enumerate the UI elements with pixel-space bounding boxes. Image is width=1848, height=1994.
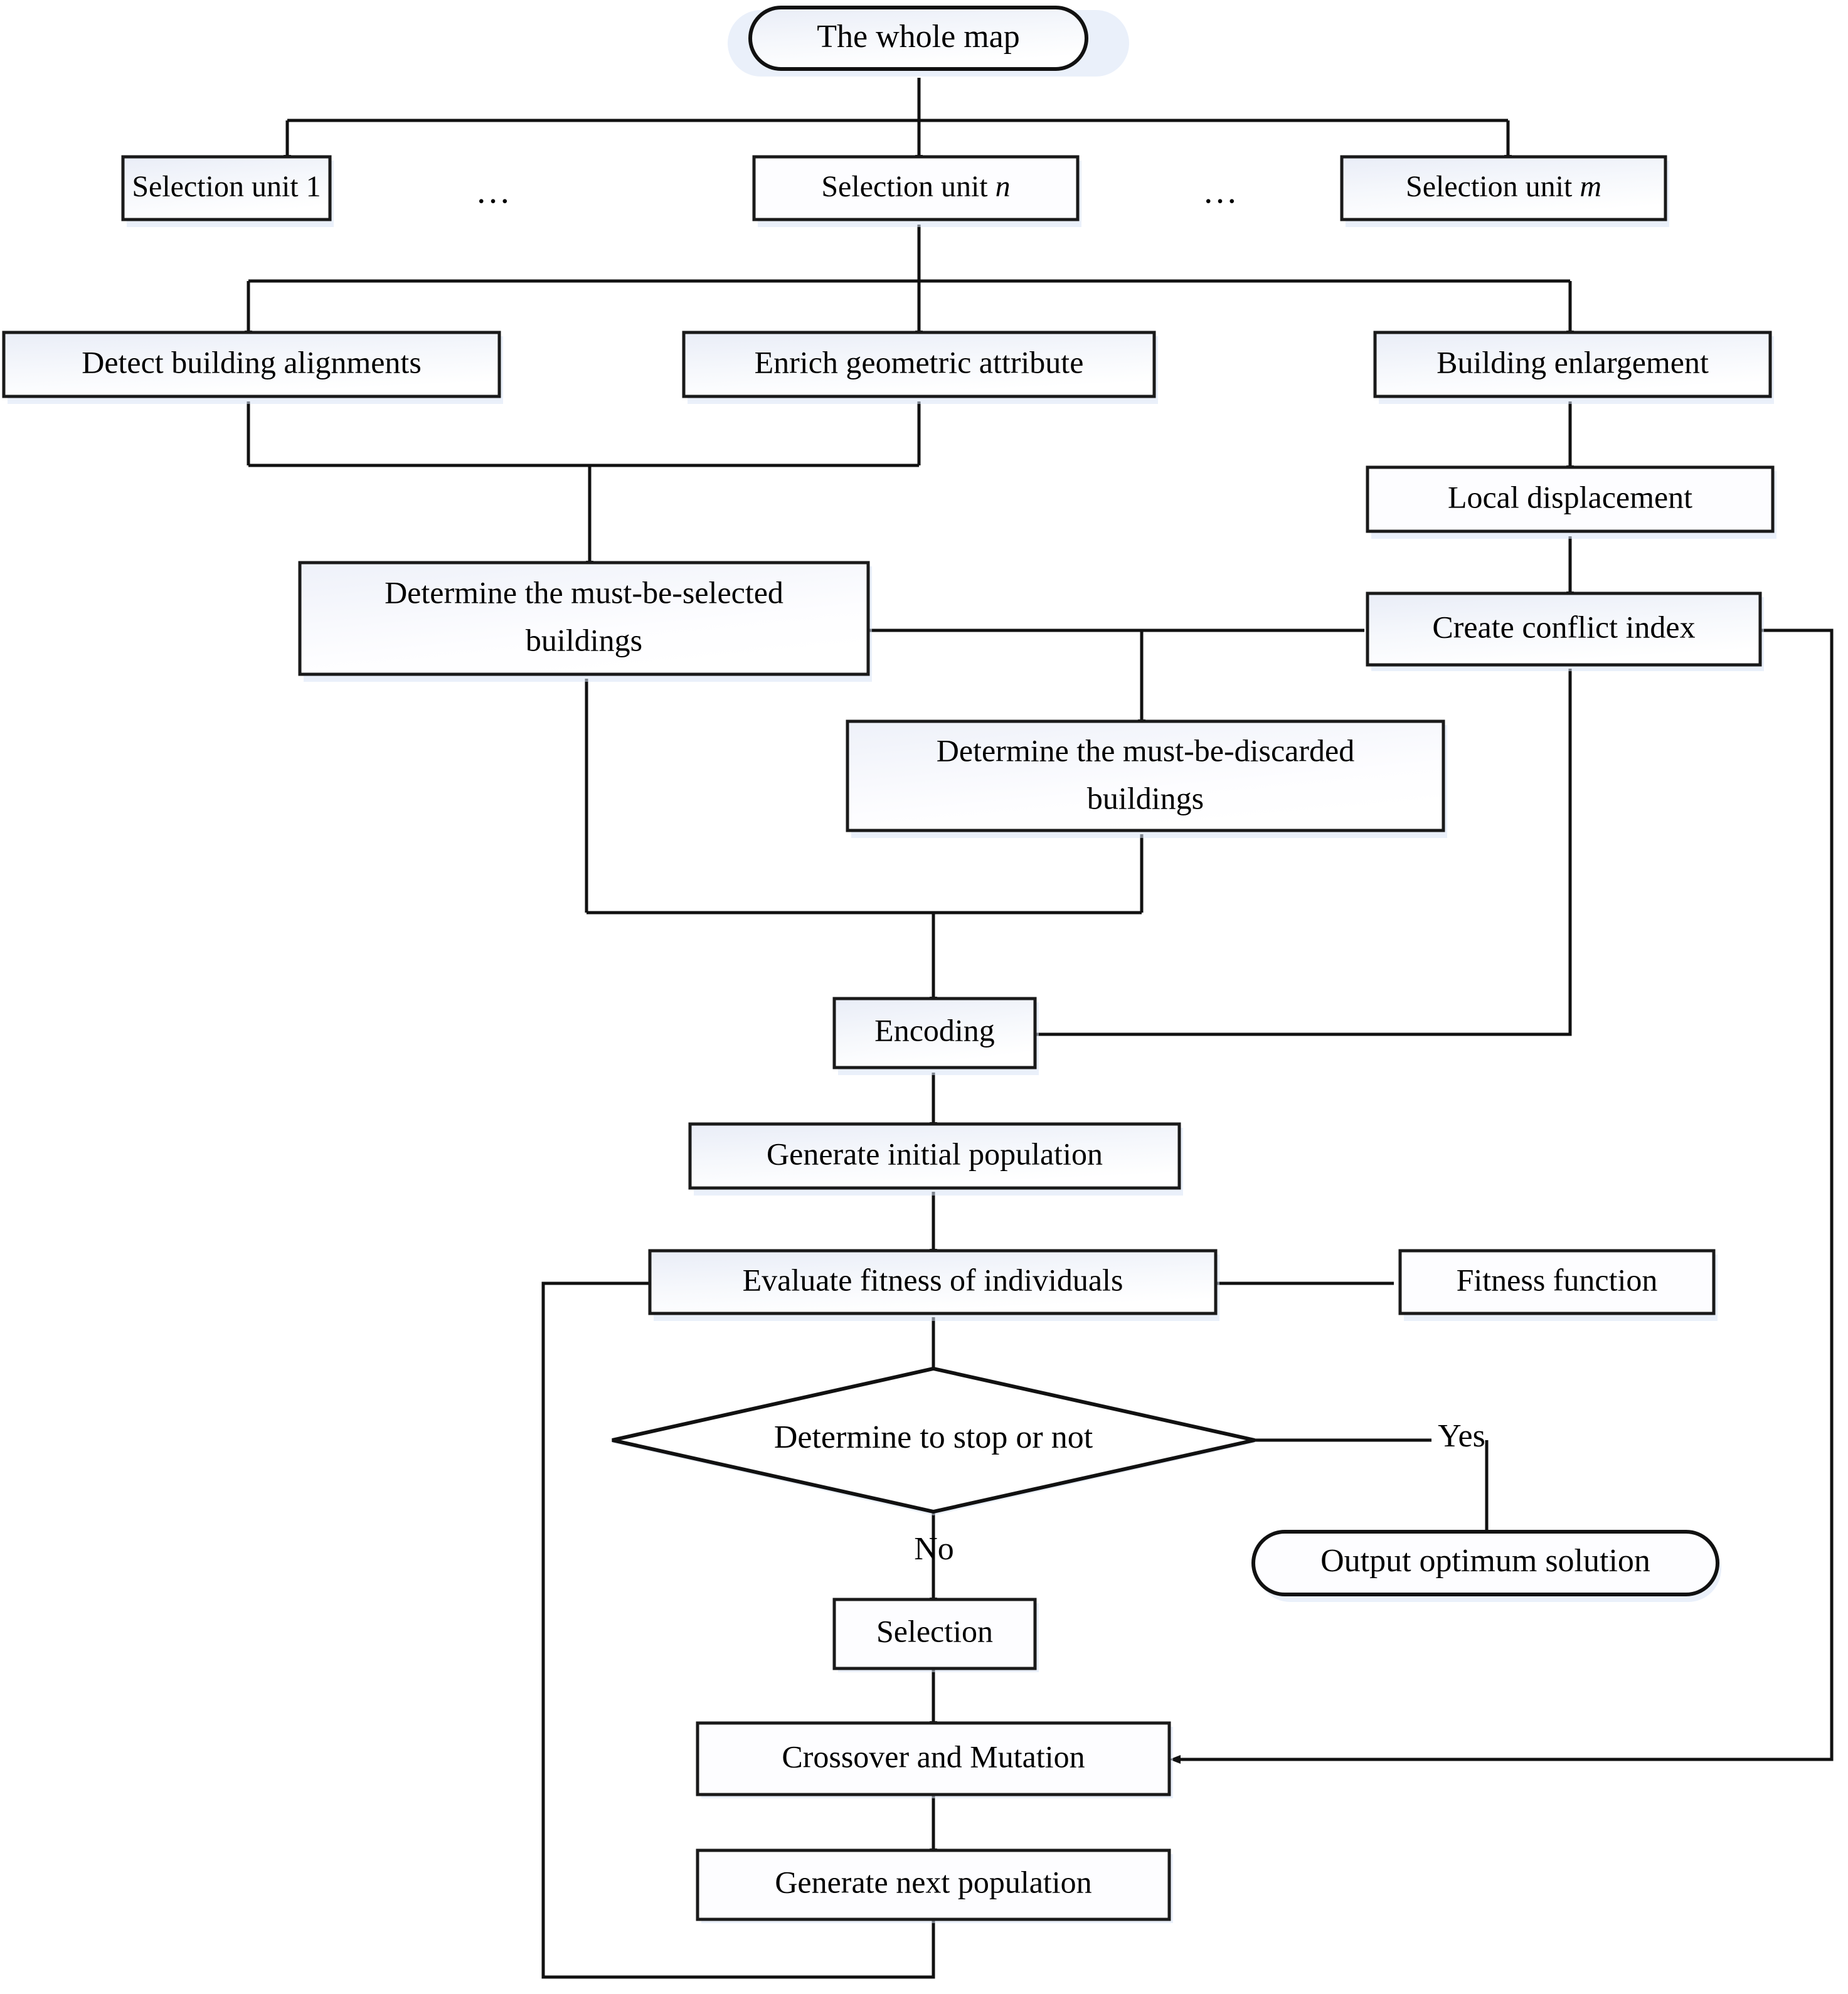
ellipsis-right: …	[1203, 172, 1238, 211]
node-evaluate-fitness-label: Evaluate fitness of individuals	[743, 1262, 1123, 1297]
node-whole-map-label: The whole map	[817, 19, 1019, 55]
node-fitness-function-label: Fitness function	[1457, 1262, 1658, 1297]
node-local-displacement-label: Local displacement	[1448, 479, 1692, 514]
node-determine-must-be-discarded-line1: Determine the must-be-discarded	[937, 733, 1354, 768]
node-determine-to-stop-label: Determine to stop or not	[774, 1419, 1093, 1455]
edge-nextpop-feedback-loop	[541, 1279, 935, 1979]
node-output-optimum-solution-label: Output optimum solution	[1320, 1543, 1650, 1579]
node-selection-label: Selection	[876, 1613, 993, 1648]
edge-label-no: No	[914, 1531, 954, 1567]
node-selection-unit-m-var: m	[1580, 170, 1601, 203]
node-selection-unit-m-prefix: Selection unit	[1406, 170, 1580, 203]
node-selection-unit-1-label: Selection unit 1	[132, 170, 321, 203]
ellipsis-left: …	[475, 172, 511, 211]
node-encoding-label: Encoding	[874, 1012, 995, 1047]
node-detect-building-alignments[interactable]: Detect building alignments	[2, 331, 501, 398]
node-crossover-and-mutation[interactable]: Crossover and Mutation	[696, 1721, 1171, 1796]
node-create-conflict-index-label: Create conflict index	[1432, 609, 1695, 644]
node-generate-next-population[interactable]: Generate next population	[696, 1848, 1171, 1921]
node-selection-unit-1[interactable]: Selection unit 1	[121, 155, 332, 221]
node-determine-must-be-discarded-line2: buildings	[1087, 780, 1204, 815]
node-crossover-and-mutation-label: Crossover and Mutation	[782, 1739, 1085, 1774]
node-determine-must-be-selected[interactable]: Determine the must-be-selected buildings	[298, 561, 870, 676]
svg-text:Selection unit m: Selection unit m	[1406, 170, 1601, 203]
node-building-enlargement[interactable]: Building enlargement	[1373, 331, 1772, 398]
node-selection-unit-n-var: n	[996, 170, 1011, 203]
node-detect-building-alignments-label: Detect building alignments	[82, 344, 422, 379]
node-determine-to-stop[interactable]: Determine to stop or not	[612, 1366, 1255, 1514]
edge-label-yes: Yes	[1438, 1418, 1485, 1454]
node-local-displacement[interactable]: Local displacement	[1366, 465, 1775, 533]
node-generate-initial-population-label: Generate initial population	[767, 1136, 1103, 1171]
node-selection-unit-m[interactable]: Selection unit m	[1340, 155, 1667, 221]
node-selection-unit-n-prefix: Selection unit	[821, 170, 995, 203]
node-building-enlargement-label: Building enlargement	[1436, 344, 1709, 379]
node-evaluate-fitness[interactable]: Evaluate fitness of individuals	[648, 1249, 1218, 1315]
edge-conflict-to-crossover-loop	[1169, 628, 1834, 1764]
node-generate-initial-population[interactable]: Generate initial population	[688, 1122, 1181, 1190]
node-enrich-geometric-attribute-label: Enrich geometric attribute	[755, 344, 1084, 379]
node-whole-map[interactable]: The whole map	[748, 6, 1088, 71]
node-determine-must-be-discarded[interactable]: Determine the must-be-discarded building…	[846, 719, 1445, 832]
svg-text:Selection unit n: Selection unit n	[821, 170, 1010, 203]
connector-group	[245, 78, 1834, 1979]
node-create-conflict-index[interactable]: Create conflict index	[1366, 591, 1762, 667]
node-selection-unit-n[interactable]: Selection unit n	[752, 155, 1080, 221]
node-fitness-function[interactable]: Fitness function	[1398, 1249, 1716, 1315]
node-generate-next-population-label: Generate next population	[775, 1864, 1091, 1899]
node-selection[interactable]: Selection	[832, 1598, 1037, 1670]
node-enrich-geometric-attribute[interactable]: Enrich geometric attribute	[682, 331, 1156, 398]
node-encoding[interactable]: Encoding	[832, 997, 1037, 1069]
node-output-optimum-solution[interactable]: Output optimum solution	[1251, 1530, 1719, 1596]
node-determine-must-be-selected-line1: Determine the must-be-selected	[385, 575, 783, 610]
node-determine-must-be-selected-line2: buildings	[526, 622, 642, 657]
edge-conflict-to-encoding	[962, 669, 1572, 1039]
